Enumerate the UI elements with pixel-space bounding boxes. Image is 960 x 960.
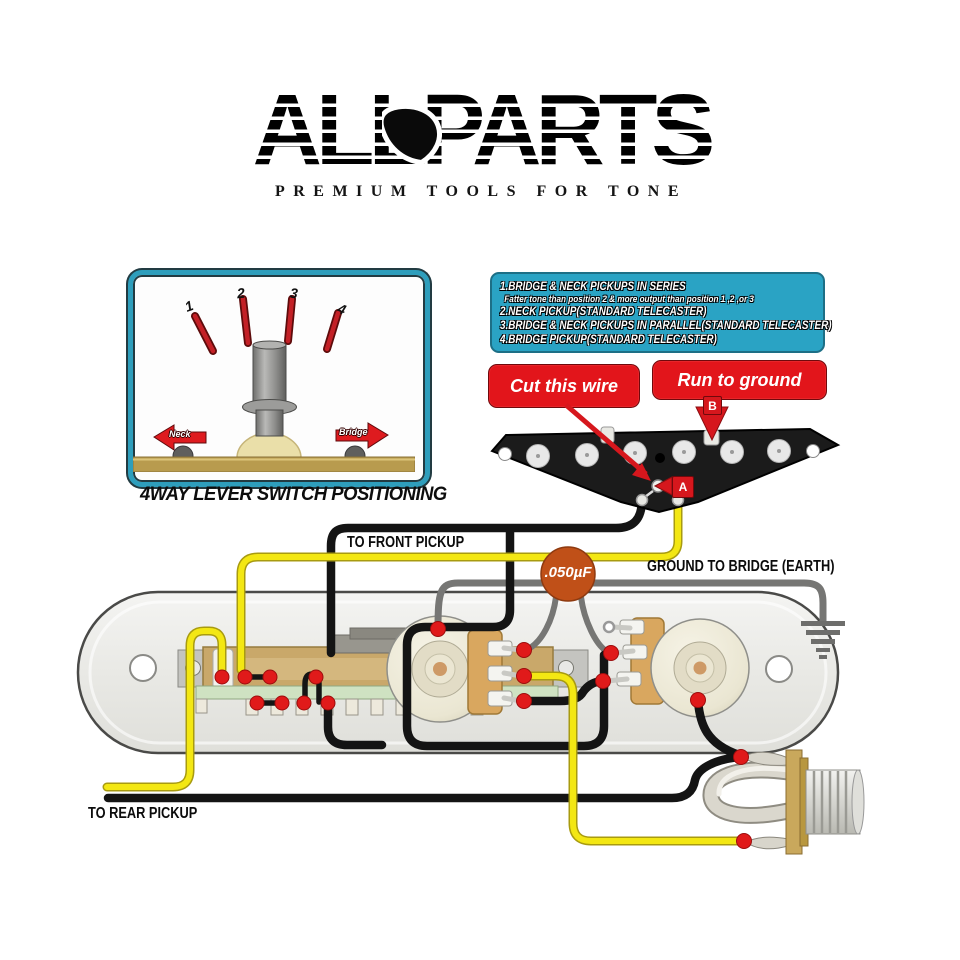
legend-line: 3.BRIDGE & NECK PICKUPS IN PARALLEL(STAN… [500,320,832,332]
tone-pot [602,617,750,718]
neck-arrow-label: Neck [169,429,191,439]
legend-line: Fatter tone than position 2 & more outpu… [504,294,754,305]
ground-wire [434,579,827,633]
solder-joints [214,621,752,849]
center-hole [655,453,665,463]
bridge-arrow-label: Bridge [339,427,368,437]
pickup-eyelet [635,493,649,507]
legend-line: 2.NECK PICKUP(STANDARD TELECASTER) [500,306,707,318]
unused-lug-eyelet [602,620,616,634]
cap-leg-wire [525,594,559,652]
bridge-arrow-icon [335,422,389,449]
capacitor [540,546,596,602]
yellow-wires [104,496,743,844]
volume-pot [386,615,524,723]
guitar-pick-icon [382,103,442,166]
switch-panel-caption: 4WAY LEVER SWITCH POSITIONING [140,484,447,505]
plate-screw-hole [129,654,157,682]
cut-wire-callout: Cut this wire [488,364,640,408]
annotation-arrows [564,403,729,496]
pole-pieces [526,439,791,468]
switch-positioning-panel: 1 2 3 4 Neck Bridge [128,270,430,487]
rear-pickup-label: TO REAR PICKUP [88,805,198,822]
marker-a-badge: A [672,476,694,498]
bridge-pickup [490,426,841,514]
position-legend: 1.BRIDGE & NECK PICKUPS IN SERIES Fatter… [490,272,832,353]
neck-arrow-icon [153,424,207,451]
cut-wire-arrow [564,403,648,476]
lever-switch-illustration [133,295,415,472]
plate-screw-hole [765,655,793,683]
capacitor-value-label: .050µF [544,564,592,581]
pickguard-bar [133,456,415,472]
run-to-ground-callout: Run to ground [652,360,827,400]
legend-line: 4.BRIDGE PICKUP(STANDARD TELECASTER) [500,334,717,346]
ground-bridge-label: GROUND TO BRIDGE (EARTH) [647,558,835,575]
flatwork-hole [806,444,820,458]
black-wires [103,494,745,803]
ground-symbol-icon [801,621,845,659]
brand-tagline: PREMIUM TOOLS FOR TONE [274,183,688,200]
flatwork-hole [498,447,512,461]
marker-b-badge: B [703,396,722,415]
legend-line: 1.BRIDGE & NECK PICKUPS IN SERIES [500,281,686,293]
front-pickup-label: TO FRONT PICKUP [347,534,465,551]
output-jack [702,749,865,855]
